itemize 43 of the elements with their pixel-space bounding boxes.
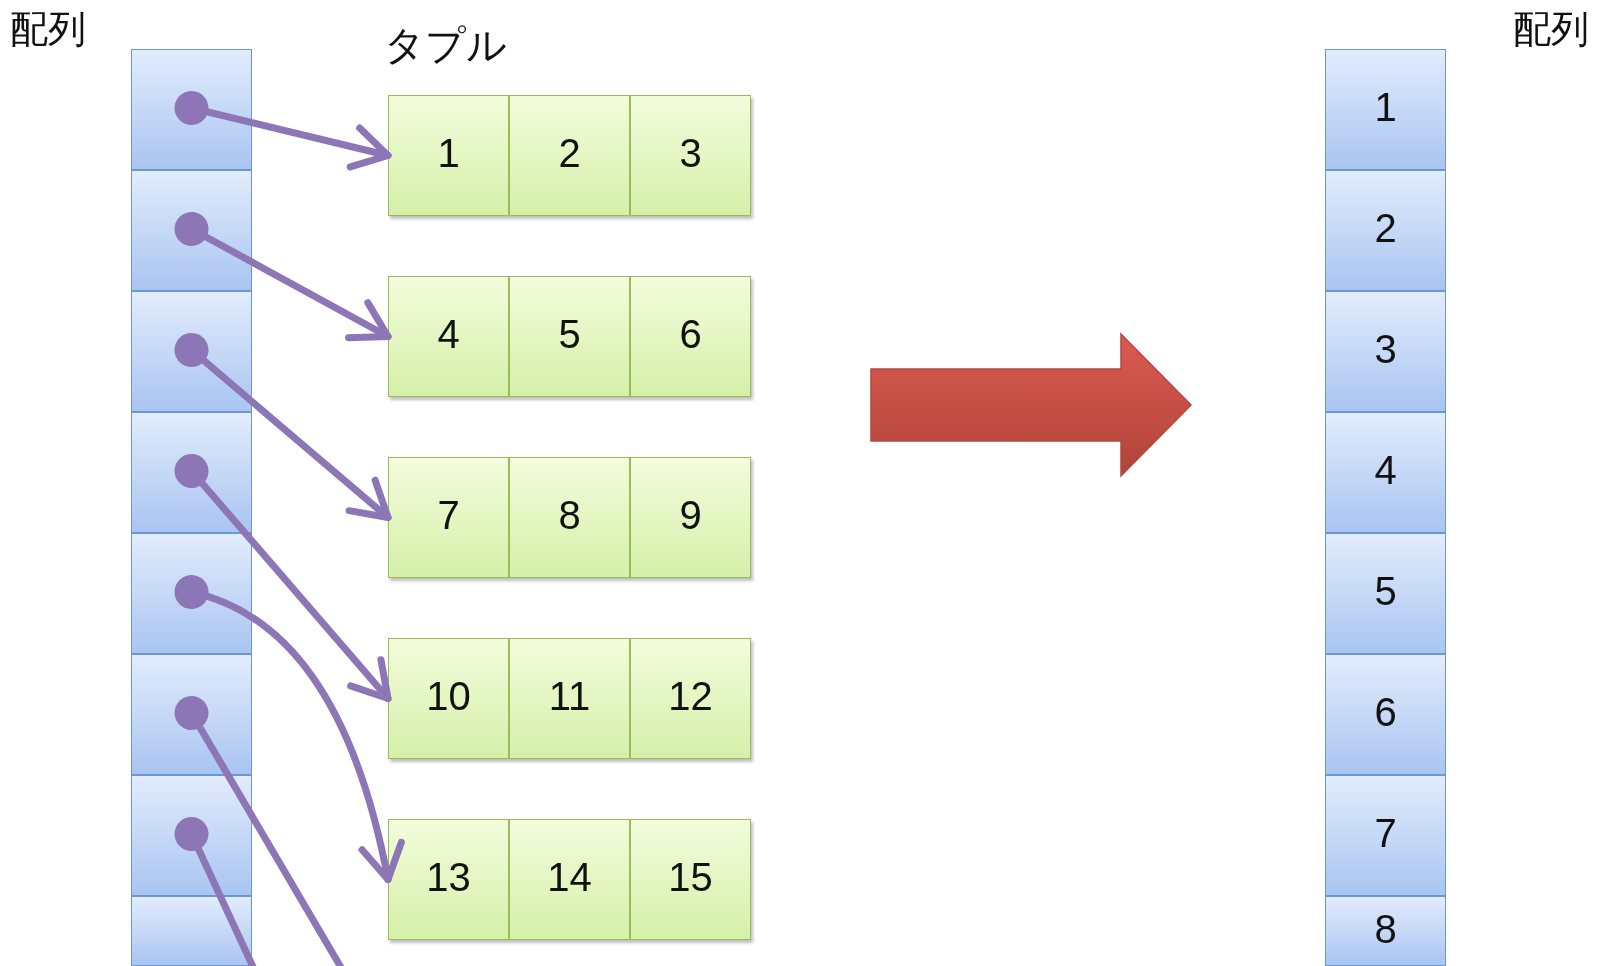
array-cell: 2 (1325, 170, 1446, 291)
tuple-cell: 9 (630, 457, 751, 578)
tuple-cell: 3 (630, 95, 751, 216)
pointer-arrow (174, 333, 392, 521)
tuple-cell: 2 (509, 95, 630, 216)
array-cell (131, 896, 252, 966)
tuple-box (388, 276, 751, 397)
array-cell (131, 533, 252, 654)
tuple-heading: タプル (384, 21, 507, 70)
pointer-arrow (174, 454, 392, 702)
tuple-cell: 1 (388, 95, 509, 216)
tuple-cell: 13 (388, 819, 509, 940)
tuple-cell: 12 (630, 638, 751, 759)
array-cell (131, 412, 252, 533)
tuple-cell: 4 (388, 276, 509, 397)
array-cell: 8 (1325, 896, 1446, 966)
tuple-cell: 7 (388, 457, 509, 578)
array-heading: 配列 (1513, 6, 1589, 53)
tuple-cell: 14 (509, 819, 630, 940)
array-cell (131, 291, 252, 412)
array-heading: 配列 (10, 6, 86, 53)
tuple-box (388, 95, 751, 216)
array-cell (131, 170, 252, 291)
array-cell: 1 (1325, 49, 1446, 170)
tuple-cell: 6 (630, 276, 751, 397)
pointer-arrow (174, 212, 392, 342)
array-cell: 4 (1325, 412, 1446, 533)
pointer-arrow (174, 91, 392, 171)
array-cell: 6 (1325, 654, 1446, 775)
pointer-arrow (174, 575, 404, 883)
tuple-box (388, 638, 751, 759)
tuple-cell: 15 (630, 819, 751, 940)
array-cell: 7 (1325, 775, 1446, 896)
array-cell (131, 49, 252, 170)
tuple-box (388, 457, 751, 578)
tuple-box (388, 819, 751, 940)
tuple-cell: 5 (509, 276, 630, 397)
tuple-cell: 11 (509, 638, 630, 759)
array-cell: 3 (1325, 291, 1446, 412)
array-cell: 5 (1325, 533, 1446, 654)
tuple-cell: 10 (388, 638, 509, 759)
tuple-cell: 8 (509, 457, 630, 578)
array-cell (131, 654, 252, 775)
